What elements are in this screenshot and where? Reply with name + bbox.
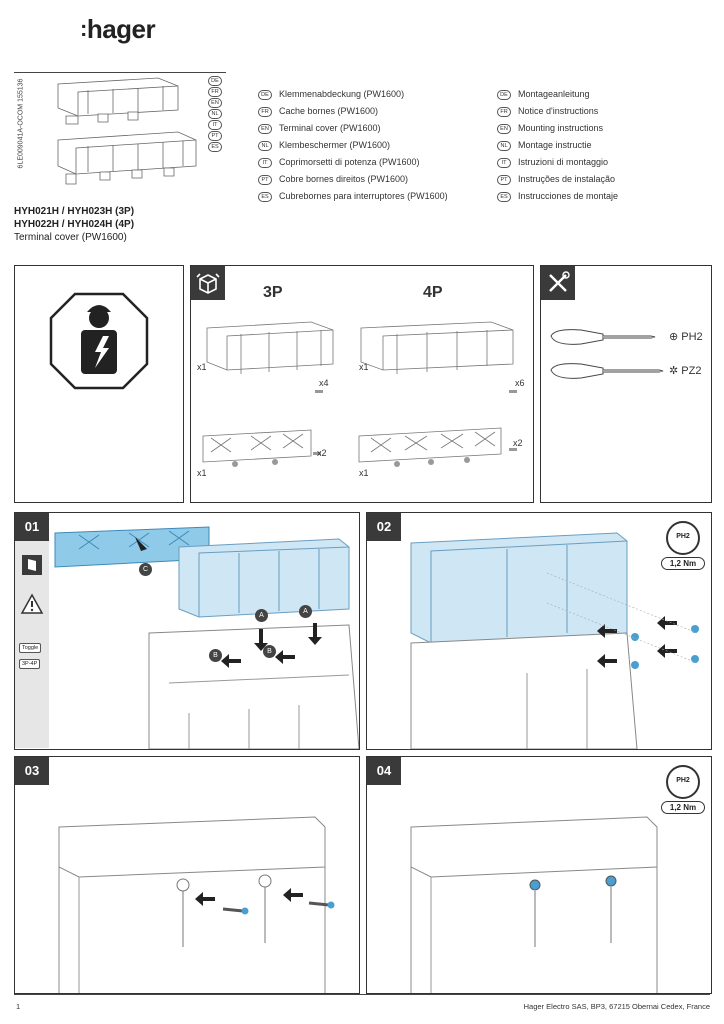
torque-value: 1,2 Nm <box>661 557 705 570</box>
ph2-screwdriver-icon: PH2 <box>666 765 700 799</box>
document-title: HYH021H / HYH023H (3P) HYH022H / HYH024H… <box>14 205 134 244</box>
title-line-4p: HYH022H / HYH024H (4P) <box>14 219 135 230</box>
step-01-panel: 01 Toggle 3P-4P A A B B C <box>14 512 360 750</box>
torque-value: 1,2 Nm <box>661 801 705 814</box>
callout-a-2: A <box>299 605 312 618</box>
callout-c: C <box>139 563 152 576</box>
title-line-3p: HYH021H / HYH023H (3P) <box>14 206 135 217</box>
callout-b-2: B <box>263 645 276 658</box>
qty-3p-plate-screws: x2 <box>317 448 327 458</box>
tools-icon <box>541 266 575 300</box>
qty-4p-plate-screws: x2 <box>513 438 523 448</box>
step-02-panel: 02 PH2 1,2 Nm <box>366 512 712 750</box>
step-number: 03 <box>15 757 49 785</box>
electrician-panel <box>14 265 184 503</box>
step-02-illustration <box>410 532 699 749</box>
qty-3p-plate: x1 <box>197 468 207 478</box>
poles-tag: 3P-4P <box>19 659 41 669</box>
qty-4p-screws: x6 <box>515 378 525 388</box>
box-contents-panel: 3P 4P x1 x4 x1 x2 x1 x6 x1 x2 <box>190 265 534 503</box>
product-language-badges: DE FR EN NL IT PT ES <box>208 76 222 153</box>
toggle-tag: Toggle <box>19 643 42 653</box>
product-images <box>57 77 197 185</box>
step-number: 01 <box>15 513 49 541</box>
footer-rule <box>14 994 710 995</box>
qty-3p-screws: x4 <box>319 378 329 388</box>
door-icon <box>22 555 42 575</box>
tool-ph2-label: ⊕ PH2 <box>669 331 703 343</box>
contents-illustration <box>202 321 517 467</box>
step-04-panel: 04 PH2 1,2 Nm <box>366 756 712 994</box>
header-rule-left <box>14 72 226 73</box>
screwdrivers-illustration <box>550 329 664 379</box>
torque-spec: PH2 1,2 Nm <box>661 521 705 570</box>
page-number: 1 <box>16 1002 21 1011</box>
tool-pz2-label: ✲ PZ2 <box>669 365 702 377</box>
step-number: 04 <box>367 757 401 785</box>
document-id: 6LE009041A-OCOM 155136 <box>17 78 25 169</box>
callout-a-1: A <box>255 609 268 622</box>
label-3p: 3P <box>263 284 283 301</box>
qty-4p-plate: x1 <box>359 468 369 478</box>
title-subtitle: Terminal cover (PW1600) <box>14 232 127 243</box>
tools-panel: ⊕ PH2 ✲ PZ2 <box>540 265 712 503</box>
torque-spec: PH2 1,2 Nm <box>661 765 705 814</box>
qty-3p-cover: x1 <box>197 362 207 372</box>
ph2-screwdriver-icon: PH2 <box>666 521 700 555</box>
warning-icon <box>20 593 44 614</box>
qty-4p-cover: x1 <box>359 362 369 372</box>
step-number: 02 <box>367 513 401 541</box>
label-4p: 4P <box>423 284 443 301</box>
step-03-panel: 03 <box>14 756 360 994</box>
company-address: Hager Electro SAS, BP3, 67215 Obernai Ce… <box>523 1002 710 1011</box>
brand-logo: :hager <box>80 14 156 44</box>
step-01-illustration <box>54 526 359 749</box>
box-icon <box>191 266 225 300</box>
callout-b-1: B <box>209 649 222 662</box>
step-03-illustration <box>58 816 335 993</box>
qualified-electrician-icon <box>49 292 149 390</box>
step-04-illustration <box>410 816 658 993</box>
